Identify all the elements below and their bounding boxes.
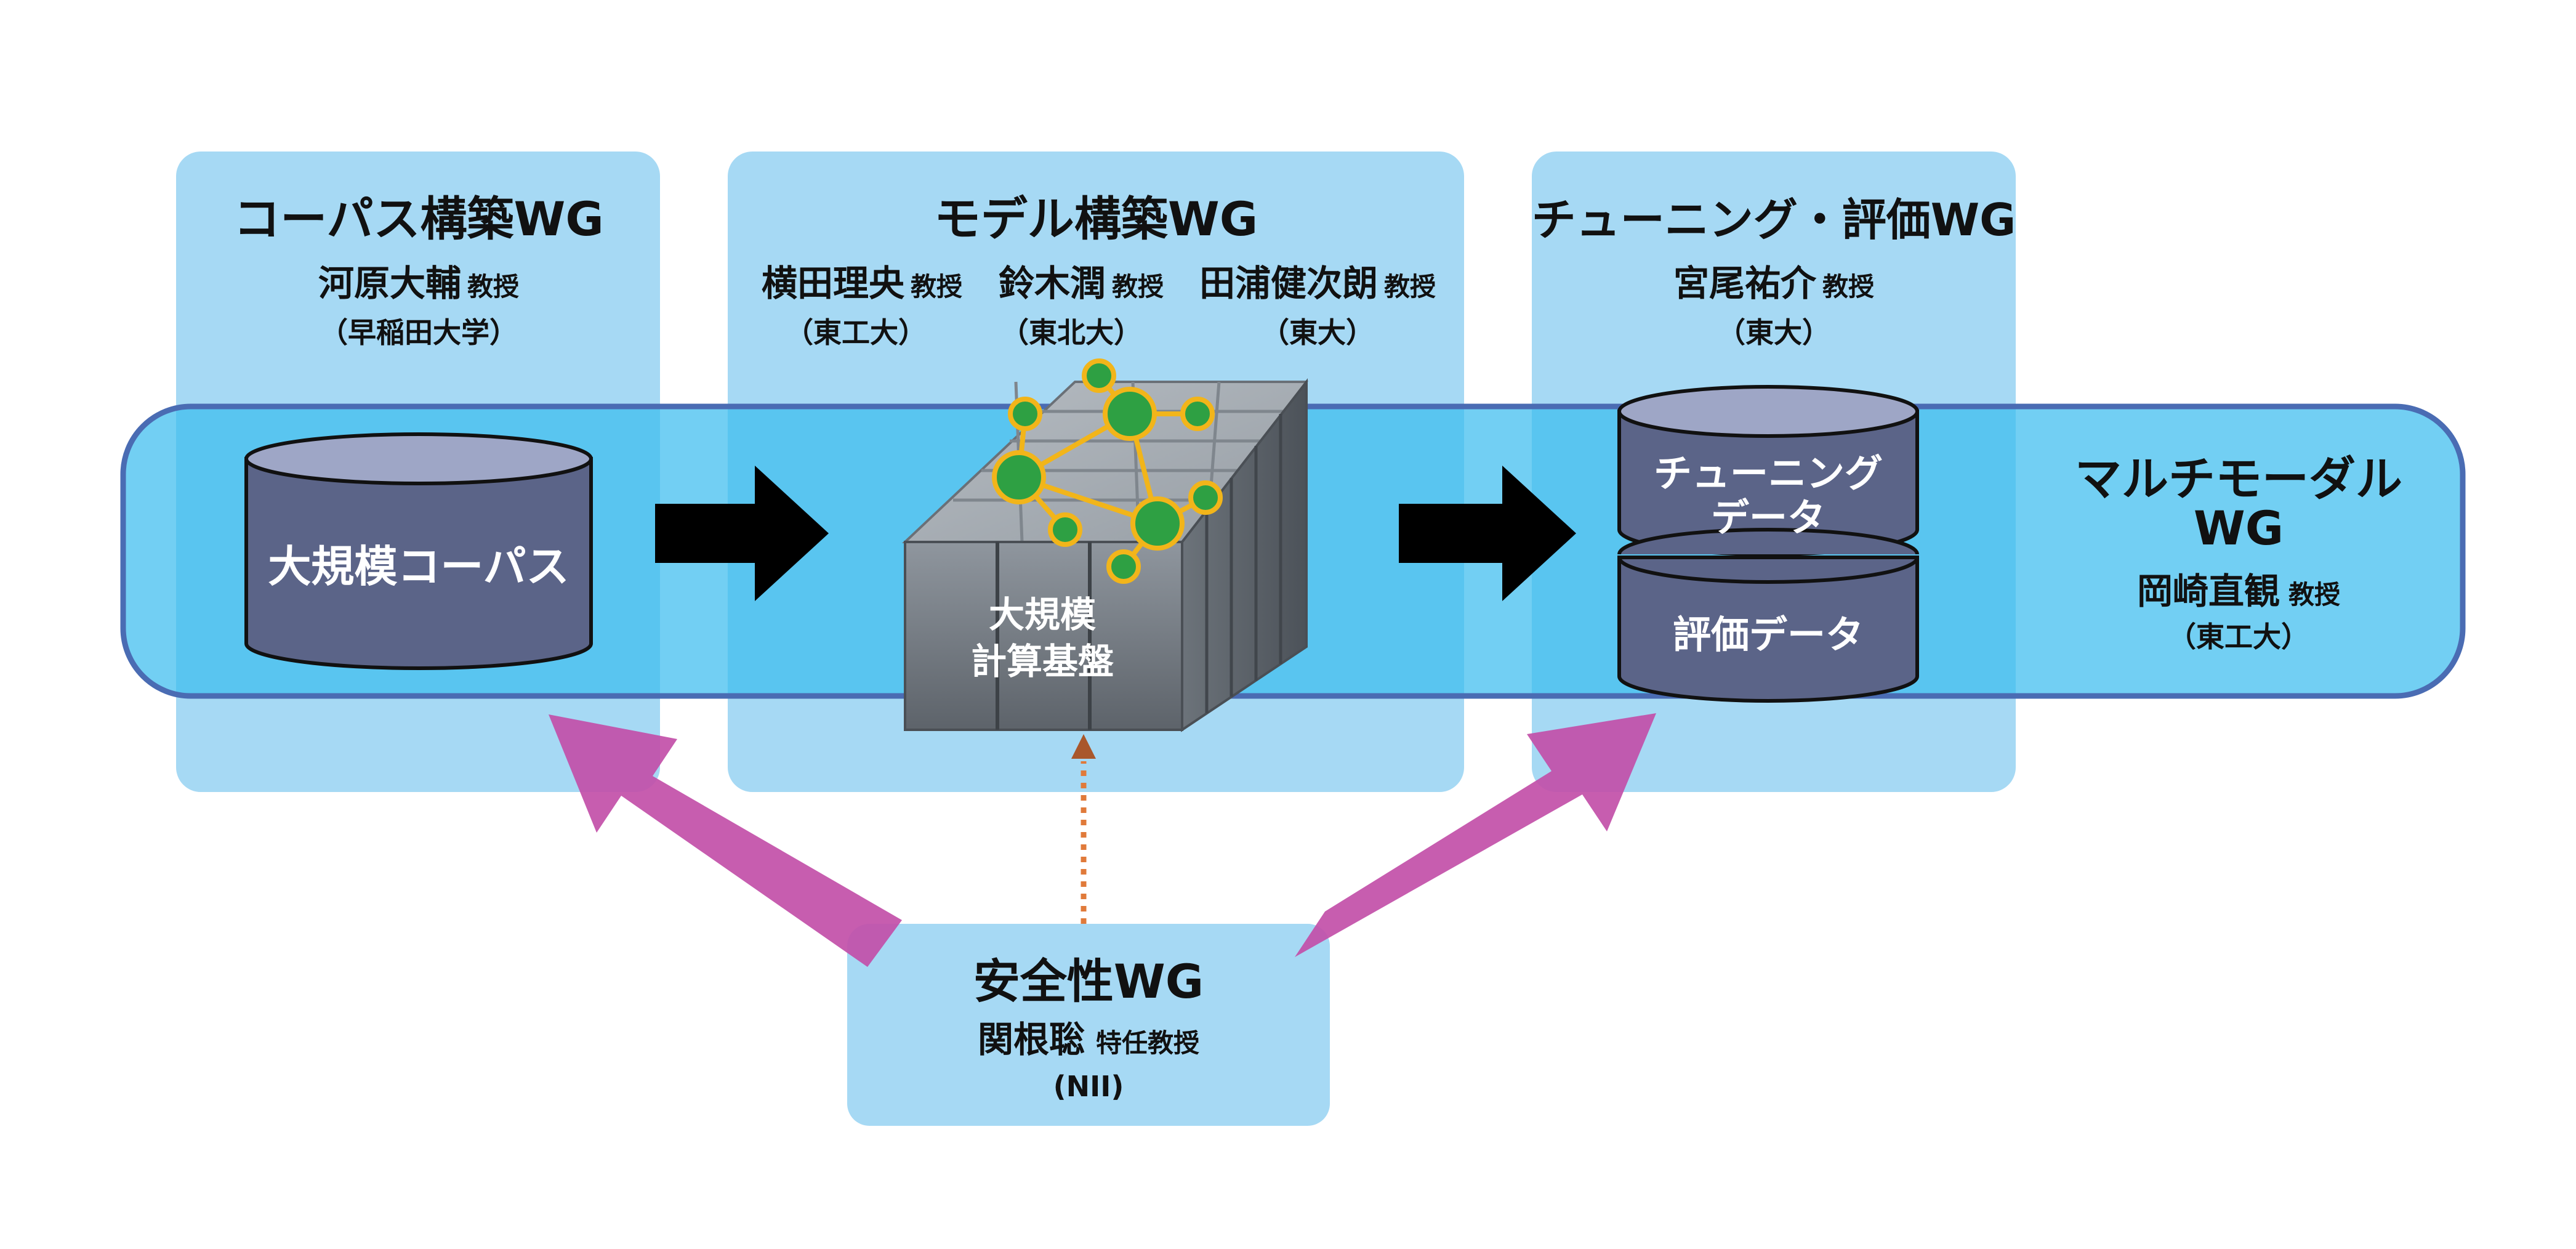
member-name: 岡崎直観: [2137, 570, 2280, 612]
tuning-database-icon: [1617, 385, 1919, 556]
compute-label-line2: 計算基盤: [971, 641, 1114, 682]
multimodal-wg-member-org: （東工大）: [2168, 620, 2309, 653]
corpus-wg-title: コーパス構築WG: [233, 192, 603, 246]
safety-wg-title: 安全性WG: [973, 954, 1204, 1009]
tuning-data-label-line2: データ: [1711, 495, 1825, 540]
corpus-wg-member-org: （早稲田大学）: [320, 316, 518, 349]
model-wg-member-1: 横田理央教授: [762, 262, 962, 304]
tuning-wg-member-org: （東大）: [1717, 316, 1830, 349]
member-role: 教授: [1822, 272, 1874, 302]
evaluation-database-icon: [1617, 528, 1919, 703]
safety-arrow-to-corpus: [549, 714, 902, 967]
member-name: 河原大輔: [318, 262, 461, 304]
multimodal-wg-title-line2: WG: [2194, 501, 2284, 556]
safety-arrow-to-tuning: [1295, 713, 1656, 957]
flow-arrow-model-to-tuning: [1399, 466, 1576, 601]
safety-wg-panel: [847, 924, 1330, 1126]
model-wg-member-3: 田浦健次朗教授: [1199, 262, 1436, 304]
model-wg-member-1-org: （東工大）: [785, 316, 927, 349]
neural-network-icon: [992, 358, 1223, 584]
tuning-wg-member: 宮尾祐介教授: [1673, 262, 1874, 304]
dotted-arrow-head: [1071, 734, 1096, 759]
member-role: 教授: [467, 272, 519, 302]
model-wg-member-2: 鈴木潤教授: [999, 262, 1164, 304]
tuning-wg-title: チューニング・評価WG: [1532, 194, 2016, 246]
member-role: 教授: [2288, 580, 2340, 610]
flow-arrow-corpus-to-model: [655, 466, 829, 601]
compute-label-line1: 大規模: [989, 594, 1096, 636]
member-name: 宮尾祐介: [1673, 262, 1817, 304]
corpus-database-icon: [244, 432, 593, 670]
safety-wg-member-org: (NII): [1053, 1070, 1124, 1103]
member-role: 特任教授: [1096, 1028, 1199, 1058]
corpus-database-label: 大規模コーパス: [268, 541, 569, 592]
evaluation-data-label: 評価データ: [1673, 612, 1864, 657]
multimodal-wg-member: 岡崎直観教授: [2137, 570, 2340, 612]
model-wg-member-3-org: （東大）: [1261, 316, 1374, 349]
model-wg-member-2-org: （東北大）: [1000, 316, 1142, 349]
safety-wg-member: 関根聡特任教授: [978, 1019, 1199, 1061]
corpus-wg-member: 河原大輔教授: [318, 262, 519, 304]
model-wg-title: モデル構築WG: [934, 192, 1258, 246]
tuning-data-label-line1: チューニング: [1654, 451, 1883, 496]
member-name: 関根聡: [978, 1019, 1085, 1061]
multimodal-wg-title-line1: マルチモーダル: [2075, 451, 2402, 506]
